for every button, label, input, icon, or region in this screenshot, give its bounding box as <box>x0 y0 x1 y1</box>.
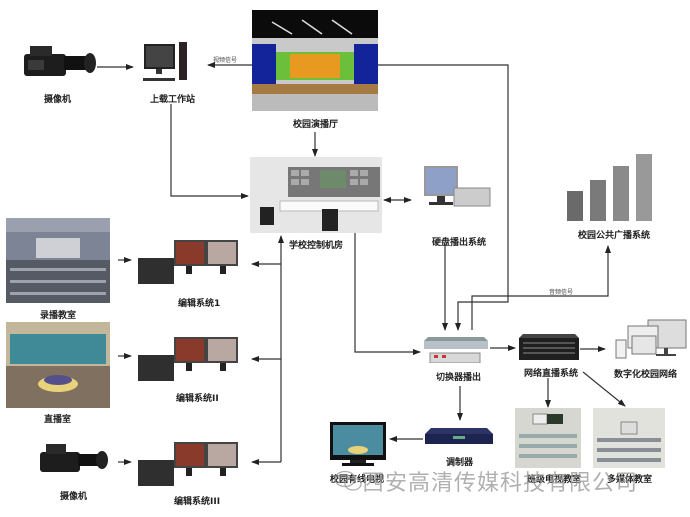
network-live-label: 网络直播系统 <box>524 369 579 379</box>
edit-workstation-icon <box>138 240 238 284</box>
rack-server-icon <box>519 334 579 360</box>
live-room-label: 直播室 <box>44 415 72 425</box>
digital-campus-label: 数字化校园网络 <box>614 370 678 380</box>
camera-bottom-label: 摄像机 <box>60 492 88 502</box>
switcher-label: 切换器播出 <box>436 373 482 383</box>
classroom-photo <box>593 408 665 468</box>
campus-pa-node <box>565 153 655 223</box>
edit-system-1-node <box>138 238 240 286</box>
edit-system-2-label: 编辑系统II <box>176 394 219 404</box>
edit-system-3-label: 编辑系统III <box>174 497 221 507</box>
playout-server-icon <box>424 166 491 207</box>
recording-classroom-node <box>6 218 110 303</box>
switcher-device-icon <box>424 337 488 364</box>
disk-playout-node <box>414 164 494 214</box>
multimedia-room-node <box>593 408 665 468</box>
camera-bottom-node <box>38 438 110 478</box>
modulator-device-icon <box>425 428 493 444</box>
edit-system-2-node <box>138 335 240 383</box>
multimedia-room-label: 多媒体教室 <box>607 475 653 485</box>
upload-workstation-label: 上载工作站 <box>150 95 196 105</box>
control-room-node <box>250 157 382 233</box>
modulator-label: 调制器 <box>446 458 474 468</box>
campus-pa-label: 校园公共广播系统 <box>578 231 651 241</box>
edge-switcher-pa <box>471 245 611 330</box>
digital-campus-node <box>610 318 688 360</box>
television-icon <box>330 422 386 466</box>
live-room-photo <box>6 322 110 408</box>
watermark-text: 西安高清传媒科技有限公司 <box>362 471 639 496</box>
devices-icon <box>615 319 687 359</box>
edge-network-multimedia <box>582 371 626 407</box>
control-room-photo <box>250 157 382 233</box>
video-camera-icon <box>24 46 96 76</box>
studio-photo <box>252 10 378 111</box>
modulator-node <box>425 428 493 446</box>
speakers-icon <box>567 154 652 221</box>
edge-control-switcher <box>354 231 421 355</box>
network-live-node <box>519 334 579 360</box>
edge-studio-switcher <box>378 64 509 331</box>
switcher-node <box>424 333 488 364</box>
upload-workstation-node <box>143 40 188 84</box>
campus-studio-label: 校园演播厅 <box>293 120 339 130</box>
edit-system-3-node <box>138 440 240 488</box>
live-room-node <box>6 322 110 408</box>
desktop-computer-icon <box>143 42 187 81</box>
edit-workstation-icon <box>138 337 238 381</box>
edit-workstation-icon <box>138 442 238 486</box>
camera-top-label: 摄像机 <box>44 95 72 105</box>
campus-tv-label: 校园有线电视 <box>330 475 385 485</box>
edit-system-1-label: 编辑系统1 <box>178 299 221 309</box>
classroom-photo <box>515 408 581 468</box>
classroom-photo <box>6 218 110 303</box>
audio-signal-label: 音频信号 <box>549 289 574 296</box>
campus-studio-node <box>252 10 378 111</box>
video-camera-icon <box>40 444 108 472</box>
camera-top-node <box>20 40 98 82</box>
edge-upload-control <box>170 104 249 199</box>
video-signal-label: 视频信号 <box>213 57 238 64</box>
campus-tv-node <box>330 422 386 466</box>
disk-playout-label: 硬盘播出系统 <box>432 238 487 248</box>
class-tv-room-node <box>515 408 581 468</box>
control-room-label: 学校控制机房 <box>289 241 344 251</box>
class-tv-room-label: 班级电视教室 <box>527 475 582 485</box>
wechat-icon <box>334 470 362 491</box>
recording-classroom-label: 录播教室 <box>40 311 77 321</box>
